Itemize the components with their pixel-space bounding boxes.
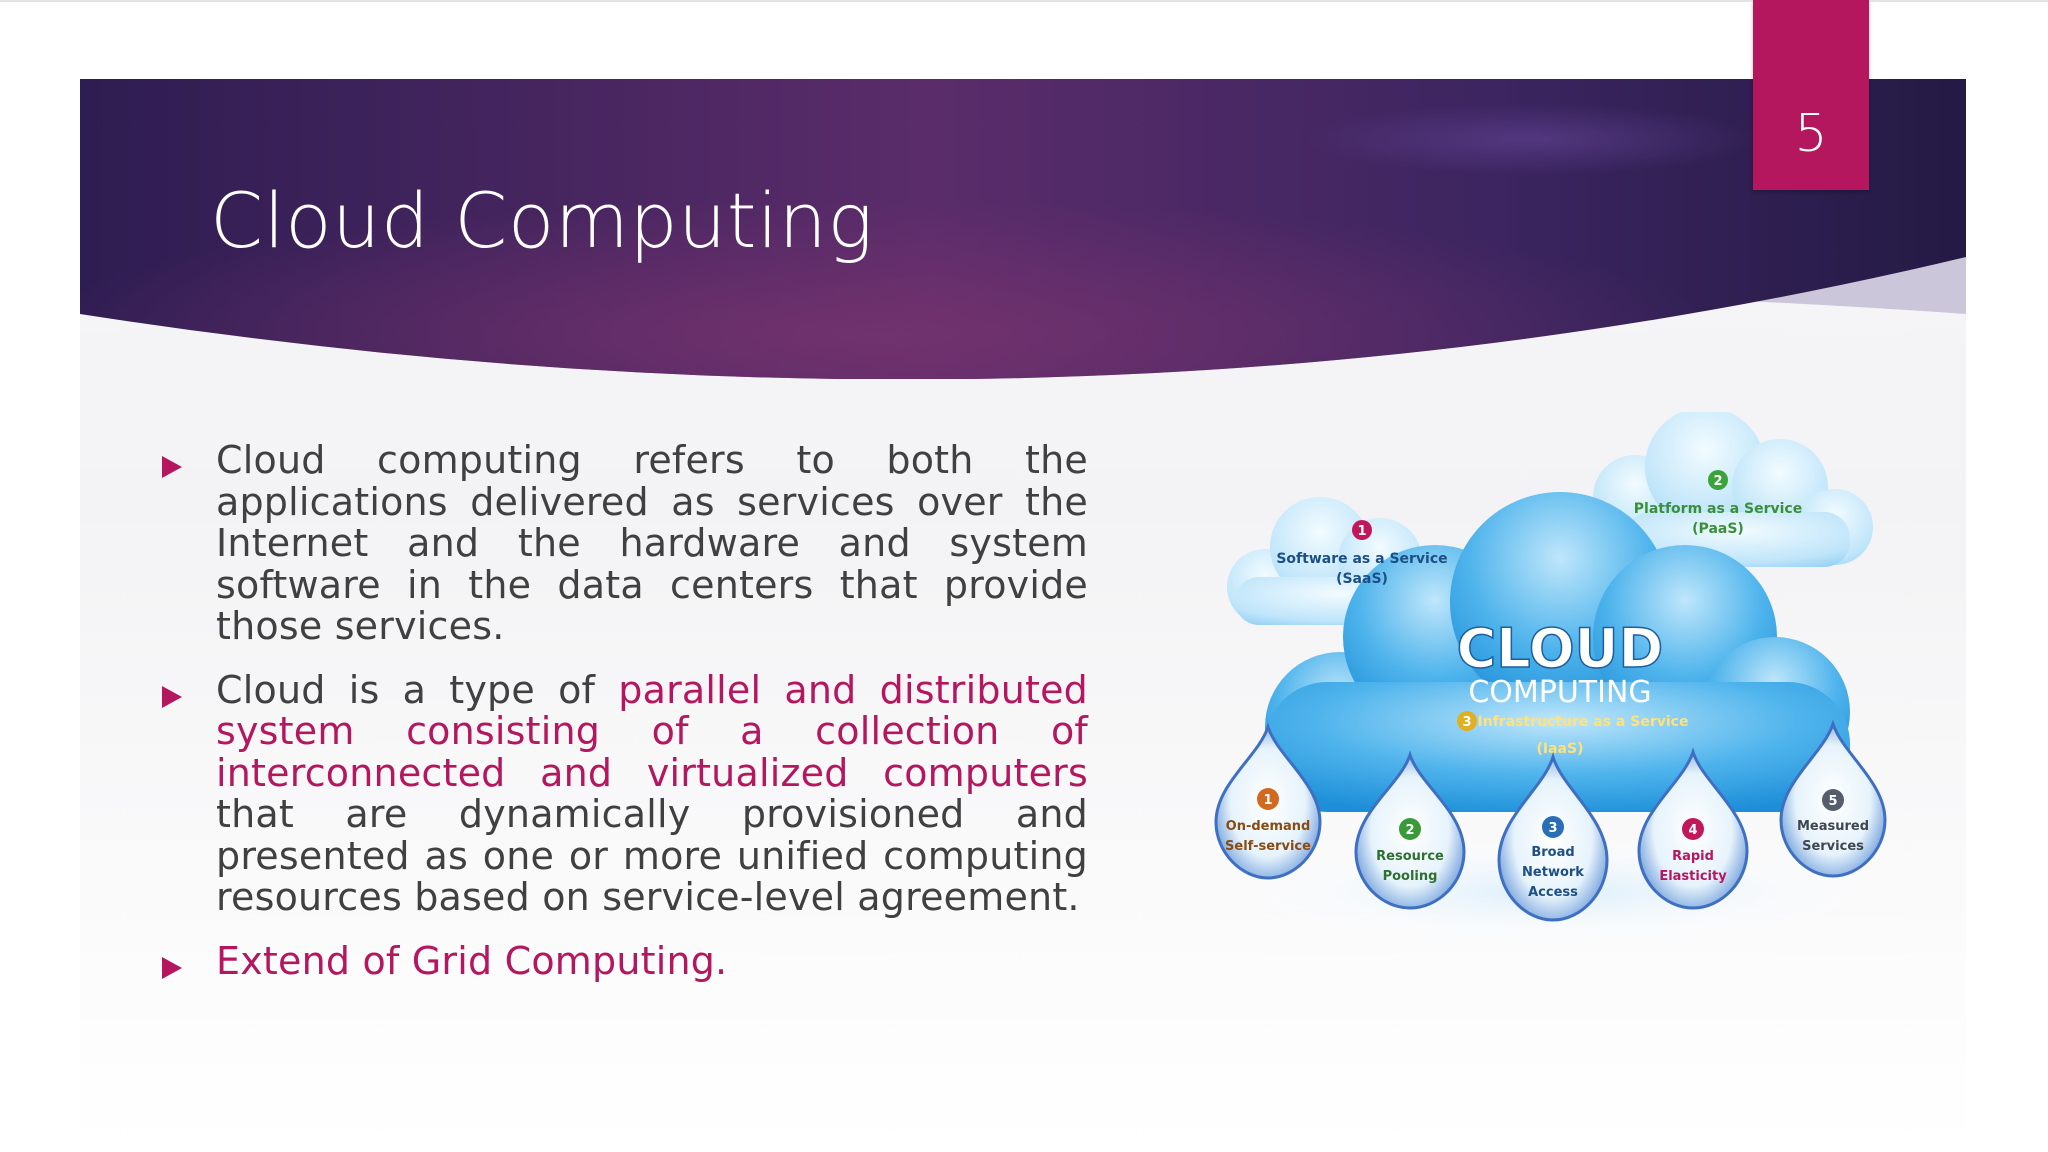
droplet: 5 Measured Services [1779, 719, 1887, 878]
characteristic-label: Resource [1376, 849, 1444, 864]
paas-number-badge [1708, 470, 1728, 490]
iaas-number-badge [1457, 711, 1477, 731]
bullet-text: Cloud computing refers to both the appli… [216, 438, 1088, 648]
iaas-number: 3 [1462, 715, 1471, 730]
window-top-border [0, 0, 2048, 2]
bullet-text-plain: Cloud is a type of [216, 667, 619, 712]
characteristic-number: 2 [1405, 823, 1414, 838]
saas-label: Software as a Service [1276, 551, 1447, 567]
bullet-list: Cloud computing refers to both the appli… [158, 438, 1088, 1004]
characteristic-label: Self-service [1225, 839, 1311, 854]
characteristic-label: Broad [1531, 845, 1574, 860]
characteristic-label: Elasticity [1659, 869, 1727, 884]
number-badge [1542, 816, 1564, 838]
paas-abbrev: (PaaS) [1692, 521, 1744, 537]
triangle-bullet-icon [162, 456, 182, 478]
iaas-abbrev: (IaaS) [1537, 741, 1584, 757]
triangle-bullet-icon [162, 956, 182, 979]
cloud-computing-diagram: 1 Software as a Service (SaaS) 2 Platfor… [1205, 412, 1905, 942]
characteristic-label: Access [1528, 885, 1578, 900]
characteristic-label: Pooling [1383, 869, 1438, 884]
droplet: 3 Broad Network Access [1497, 751, 1609, 922]
paas-number: 2 [1713, 474, 1722, 489]
header-banner [80, 79, 1966, 379]
page-number: 5 [1794, 104, 1828, 164]
bullet-item: Cloud is a type of parallel and distribu… [158, 667, 1088, 919]
characteristic-label: Rapid [1672, 849, 1714, 864]
bullet-text-plain: that are dynamically provisioned and pre… [216, 792, 1088, 919]
bullet-text-highlight: parallel and distributed system consisti… [216, 667, 1088, 795]
bullet-item: Extend of Grid Computing. [158, 938, 1088, 983]
droplet: 2 Resource Pooling [1354, 750, 1466, 910]
characteristic-number: 4 [1688, 823, 1697, 838]
paas-label: Platform as a Service [1634, 501, 1802, 517]
characteristic-label: On-demand [1226, 819, 1311, 834]
saas-abbrev: (SaaS) [1336, 571, 1388, 587]
saas-number-badge [1352, 520, 1372, 540]
characteristic-number: 1 [1263, 793, 1272, 808]
number-badge [1399, 818, 1421, 840]
characteristic-label: Measured [1797, 819, 1869, 834]
bullet-item: Cloud computing refers to both the appli… [158, 438, 1088, 648]
droplet: 4 Rapid Elasticity [1637, 747, 1749, 910]
characteristic-label: Services [1802, 839, 1864, 854]
triangle-bullet-icon [162, 685, 182, 708]
number-badge [1257, 788, 1279, 810]
cloud-title: CLOUD [1457, 617, 1664, 680]
page-number-tab: 5 [1753, 0, 1869, 190]
characteristic-label: Network [1522, 865, 1584, 880]
slide-title: Cloud Computing [210, 176, 874, 265]
number-badge [1682, 818, 1704, 840]
number-badge [1822, 789, 1844, 811]
saas-number: 1 [1357, 524, 1366, 539]
characteristic-number: 5 [1828, 794, 1837, 809]
droplet: 1 On-demand Self-service [1214, 722, 1322, 880]
iaas-label: Infrastructure as a Service [1478, 714, 1689, 730]
bullet-text-highlight: Extend of Grid Computing. [216, 938, 728, 983]
characteristic-number: 3 [1548, 821, 1557, 836]
cloud-subtitle: COMPUTING [1468, 675, 1651, 710]
bullet-text: Cloud is a type of parallel and distribu… [216, 667, 1088, 919]
